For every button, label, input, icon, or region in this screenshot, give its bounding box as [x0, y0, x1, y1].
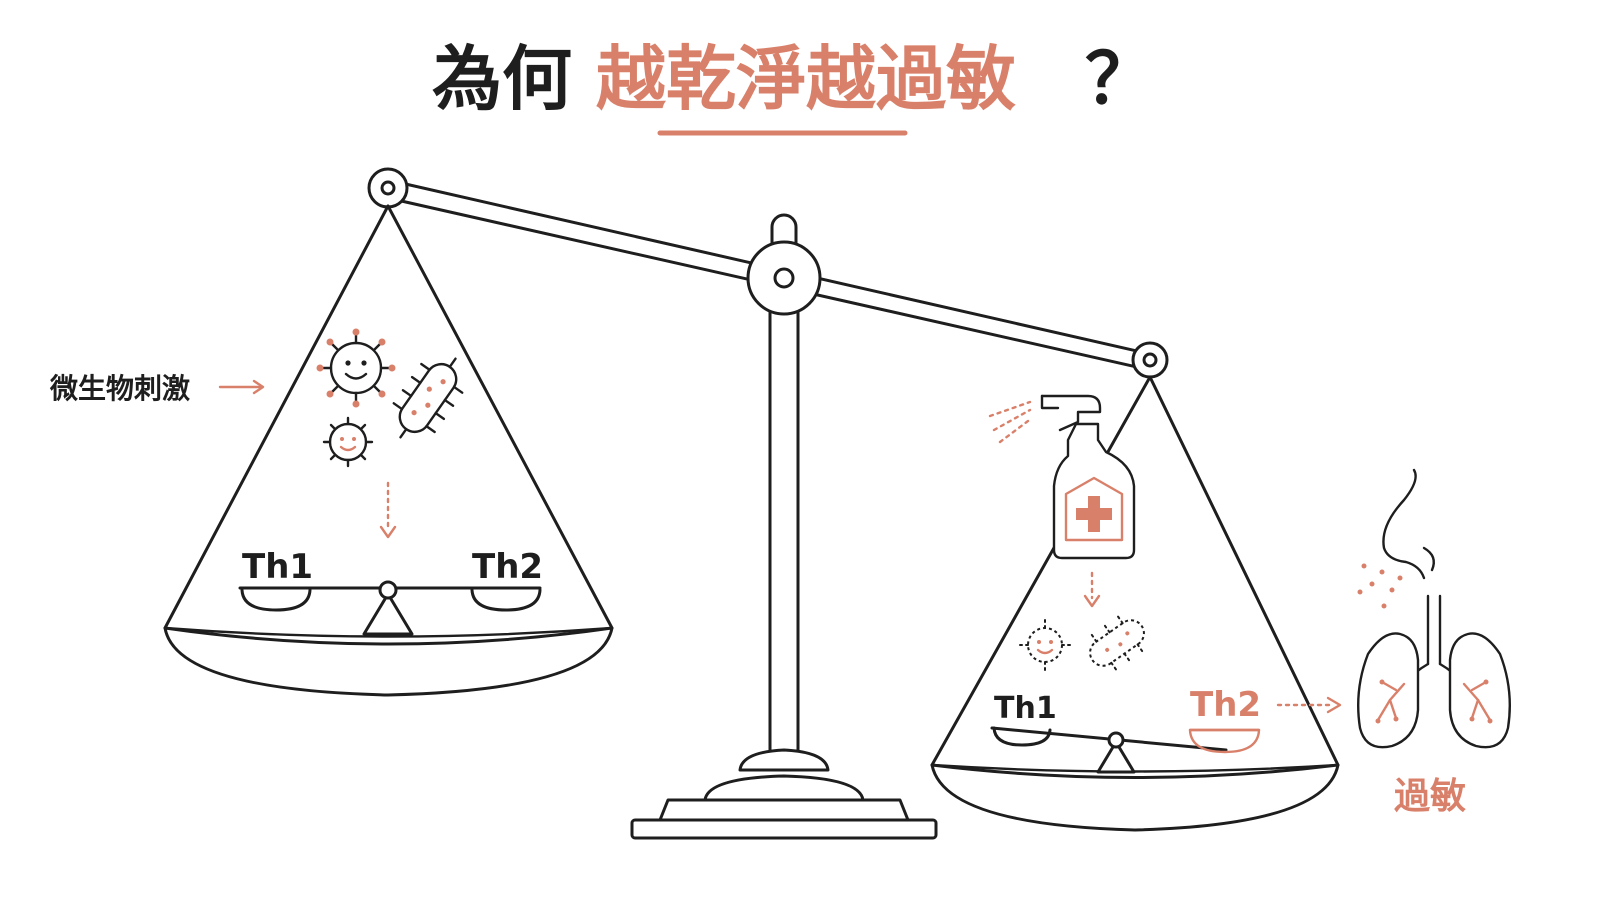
th1-label-right: Th1 [994, 691, 1057, 726]
title-part3: ？ [1085, 38, 1155, 120]
arrow-icon [1276, 696, 1342, 714]
th-balance-right: Th1 Th2 [990, 685, 1261, 774]
arrow-icon [218, 379, 265, 395]
title-part1: 為何 [432, 38, 572, 120]
bacteria-icon [1089, 614, 1145, 672]
scale-beam [367, 167, 1169, 379]
bacteria-icon [392, 357, 464, 439]
th-balance-left: Th1 Th2 [238, 547, 543, 636]
scale-stand [630, 213, 938, 840]
arrow-icon [379, 481, 397, 539]
th2-label-right: Th2 [1190, 685, 1261, 725]
right-pan [930, 375, 1340, 832]
virus-icon [1019, 619, 1071, 671]
spray-bottle-icon [988, 394, 1136, 560]
title-group: 為何 越乾淨越過敏 ？ [432, 38, 1155, 136]
th1-label-left: Th1 [242, 547, 313, 587]
arrow-icon [1083, 571, 1101, 608]
title-part2: 越乾淨越過敏 [596, 38, 1016, 120]
left-pan [163, 204, 614, 697]
nose-icon [1357, 468, 1435, 609]
allergy-label: 過敏 [1394, 776, 1466, 817]
lungs-icon [1357, 594, 1511, 749]
microbe-stimulus-label: 微生物刺激 [49, 372, 190, 405]
virus-icon [316, 328, 396, 408]
virus-icon [322, 416, 374, 468]
th2-label-left: Th2 [472, 547, 543, 587]
